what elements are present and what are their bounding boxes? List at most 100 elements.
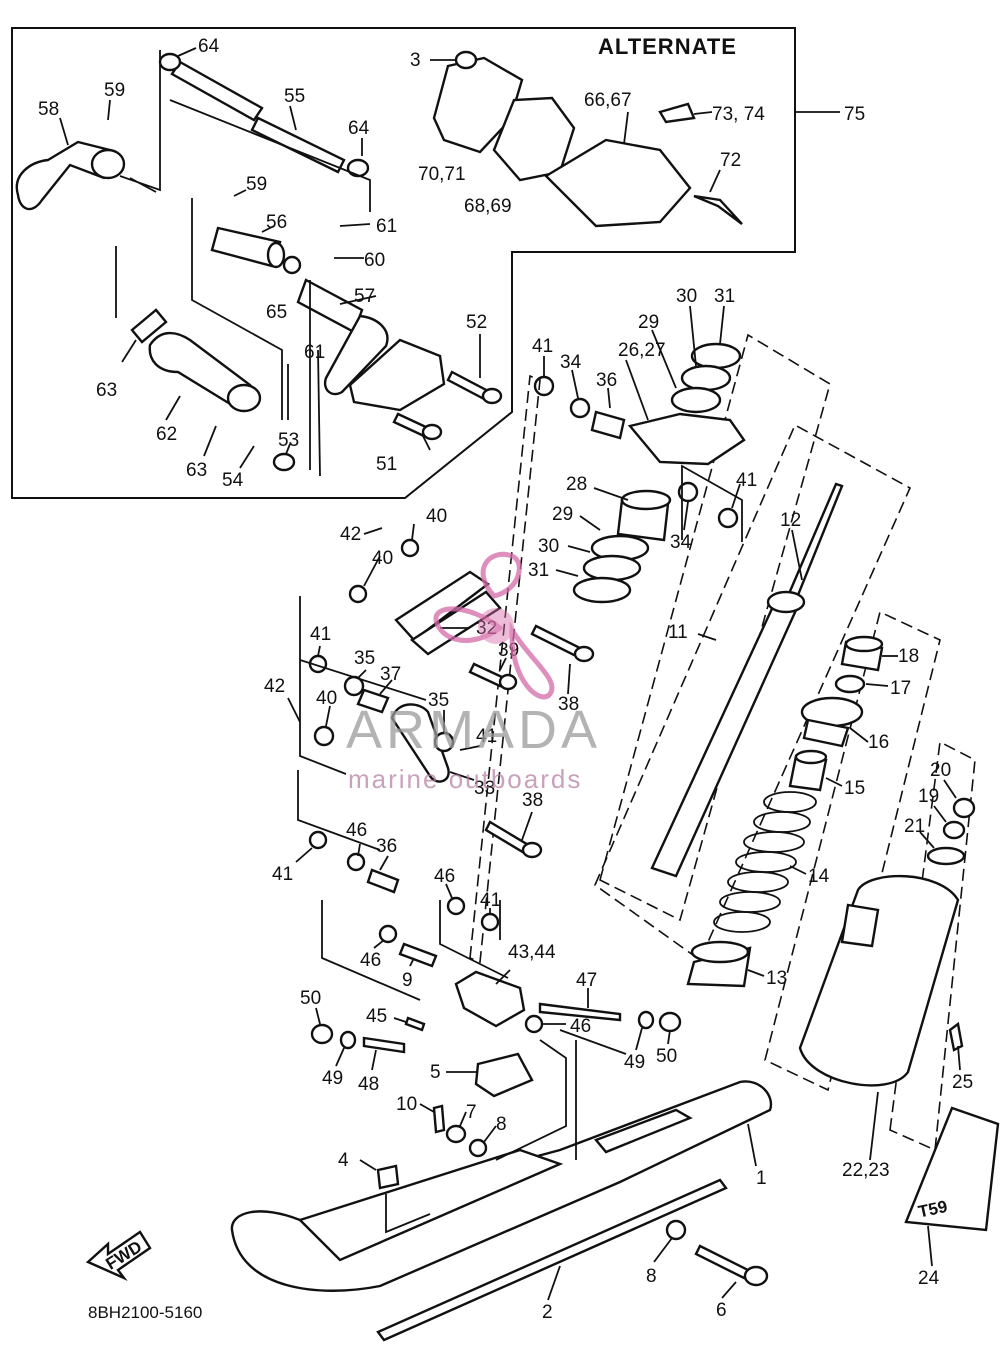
svg-text:7: 7 xyxy=(466,1102,477,1123)
svg-text:38: 38 xyxy=(522,790,543,811)
alternate-frame xyxy=(11,27,796,499)
part-45-screw xyxy=(404,1016,426,1032)
part-22-23-housing xyxy=(798,874,960,1087)
svg-text:16: 16 xyxy=(868,732,889,753)
svg-text:1: 1 xyxy=(756,1168,767,1189)
dashed-group-linkage xyxy=(469,374,541,964)
part-4-cap xyxy=(376,1164,400,1190)
svg-text:54: 54 xyxy=(222,470,244,491)
part-41-bushing-b xyxy=(308,830,328,850)
part-41-bushing-c xyxy=(480,912,500,932)
svg-text:62: 62 xyxy=(156,424,177,445)
fwd-arrow-icon xyxy=(85,1230,152,1281)
part-48-stud xyxy=(362,1036,406,1054)
part-49-washer-right xyxy=(637,1010,655,1030)
svg-text:53: 53 xyxy=(278,430,299,451)
alternate-title: ALTERNATE xyxy=(598,34,737,59)
part-24-decal xyxy=(904,1106,1000,1232)
part-14-coil-spring xyxy=(713,791,817,933)
svg-text:55: 55 xyxy=(284,86,305,107)
part-40-bushing-b xyxy=(348,584,368,604)
part-50-nut-left xyxy=(310,1023,334,1045)
svg-text:2: 2 xyxy=(542,1302,553,1323)
part-50-nut-right xyxy=(658,1011,682,1033)
svg-text:8: 8 xyxy=(496,1114,507,1135)
part-20-nut xyxy=(952,797,976,819)
part-55-tie-rod xyxy=(158,52,370,178)
svg-text:40: 40 xyxy=(372,548,393,569)
watermark: ARMADA marine outboards xyxy=(346,551,597,794)
part-29-30-31-washers-mid xyxy=(572,534,650,604)
svg-text:28: 28 xyxy=(566,474,587,495)
svg-text:13: 13 xyxy=(766,968,787,989)
svg-text:34: 34 xyxy=(560,352,582,373)
part-68-69-boot xyxy=(492,96,576,182)
svg-text:15: 15 xyxy=(844,778,865,799)
svg-text:64: 64 xyxy=(348,118,370,139)
svg-text:68,69: 68,69 xyxy=(464,196,512,217)
part-25-bolt xyxy=(948,1021,964,1052)
part-18-cap xyxy=(840,635,884,672)
svg-text:49: 49 xyxy=(624,1052,645,1073)
svg-text:3: 3 xyxy=(410,50,421,71)
part-26-27-shock-mount xyxy=(627,412,746,466)
svg-text:4: 4 xyxy=(338,1150,349,1171)
part-19-washer xyxy=(942,820,966,840)
svg-text:46: 46 xyxy=(434,866,455,887)
svg-text:75: 75 xyxy=(844,104,865,125)
svg-text:22,23: 22,23 xyxy=(842,1160,890,1181)
svg-text:12: 12 xyxy=(780,510,801,531)
svg-text:45: 45 xyxy=(366,1006,387,1027)
part-12-shock-shaft xyxy=(766,482,844,614)
svg-text:58: 58 xyxy=(38,99,59,120)
svg-text:18: 18 xyxy=(898,646,919,667)
svg-text:30: 30 xyxy=(676,286,697,307)
part-2-runner xyxy=(376,1178,728,1342)
svg-text:31: 31 xyxy=(528,560,549,581)
part-35-bushing-b xyxy=(433,731,455,753)
part-34-bushing-right xyxy=(677,481,699,503)
svg-text:46: 46 xyxy=(570,1016,591,1037)
svg-text:42: 42 xyxy=(264,676,285,697)
svg-text:14: 14 xyxy=(808,866,830,887)
part-37-collar xyxy=(356,688,390,714)
part-13-spring-seat-lower xyxy=(686,940,752,988)
part-52-bolt xyxy=(446,370,503,405)
part-9-pin xyxy=(398,942,438,968)
svg-text:66,67: 66,67 xyxy=(584,90,632,111)
svg-text:41: 41 xyxy=(532,336,553,357)
part-8-washer-upper xyxy=(468,1138,488,1158)
svg-text:10: 10 xyxy=(396,1094,417,1115)
part-56-spindle xyxy=(210,226,302,275)
part-34-bushing xyxy=(569,397,591,419)
svg-text:56: 56 xyxy=(266,212,287,233)
svg-text:52: 52 xyxy=(466,312,487,333)
part-57-steering-column-arm xyxy=(296,278,446,412)
svg-text:33: 33 xyxy=(474,778,495,799)
part-29-30-31-washers-top xyxy=(670,342,742,414)
svg-text:42: 42 xyxy=(340,524,361,545)
part-39-bolt xyxy=(468,662,518,691)
svg-text:26,27: 26,27 xyxy=(618,340,666,361)
part-36-collar xyxy=(590,410,626,440)
svg-text:40: 40 xyxy=(426,506,447,527)
svg-text:34: 34 xyxy=(670,532,692,553)
svg-text:5: 5 xyxy=(430,1062,441,1083)
part-6-bolt xyxy=(694,1244,769,1287)
watermark-tagline: marine outboards xyxy=(348,764,582,794)
leader-lines xyxy=(59,47,961,1301)
svg-text:41: 41 xyxy=(310,624,331,645)
svg-text:21: 21 xyxy=(904,816,925,837)
part-38-bolt-lower xyxy=(484,820,543,859)
svg-text:40: 40 xyxy=(316,688,337,709)
svg-text:11: 11 xyxy=(668,622,688,643)
svg-text:65: 65 xyxy=(266,302,287,323)
svg-text:61: 61 xyxy=(376,216,397,237)
svg-text:63: 63 xyxy=(186,460,207,481)
part-33-arm xyxy=(390,703,450,783)
part-53-nut xyxy=(272,452,296,472)
svg-text:49: 49 xyxy=(322,1068,343,1089)
part-10-pin xyxy=(432,1104,446,1134)
part-73-74-clip xyxy=(658,102,696,124)
part-58-steering-arm xyxy=(15,140,126,211)
